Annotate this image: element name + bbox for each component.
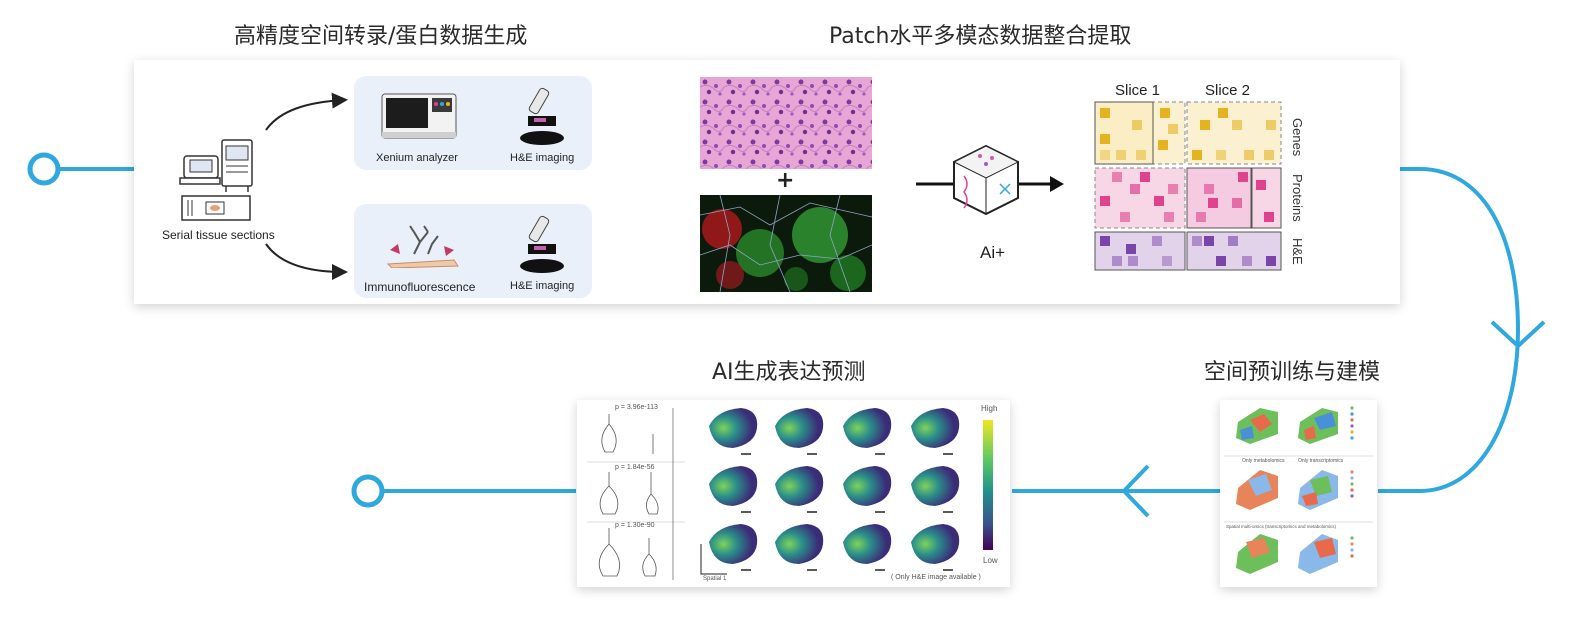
microscope-icon (520, 215, 564, 273)
prediction-panel: p = 3.96e-113 p = 1.84e-56 p = 1.30e-90 (577, 400, 1010, 587)
heading-prediction: AI生成表达预测 (712, 360, 866, 385)
label-transcriptomics: Only transcriptomics (1298, 458, 1344, 464)
note: ( Only H&E image available ) (891, 574, 981, 581)
end-node (351, 474, 385, 508)
violin-plots (587, 408, 685, 580)
he-bottom-label: H&E imaging (510, 280, 575, 292)
stat-1: p = 3.96e-113 (615, 404, 658, 411)
branch-arrows (265, 92, 348, 280)
immuno-label: Immunofluorescence (364, 280, 476, 294)
stat-2: p = 1.84e-56 (615, 464, 655, 471)
he-top-label: H&E imaging (510, 152, 575, 164)
serial-sections-label: Serial tissue sections (162, 228, 275, 242)
slice2-label: Slice 2 (1205, 82, 1251, 99)
stat-3: p = 1.30e-90 (615, 522, 655, 529)
plus-sign: + (776, 168, 795, 193)
ai-arrow (916, 144, 1064, 216)
antibody-icon (386, 225, 459, 268)
he-label: H&E (1290, 238, 1305, 265)
xenium-label: Xenium analyzer (376, 152, 458, 164)
modality-grid (1094, 101, 1282, 271)
clustering-maps (1224, 406, 1373, 574)
spatial1-label: Spatial 1 (703, 576, 727, 582)
label-multiomics: Spatial multi-omics (transcriptomics and… (1226, 524, 1337, 529)
proteins-label: Proteins (1290, 174, 1305, 222)
heading-integration: Patch水平多模态数据整合提取 (829, 24, 1132, 49)
pretrain-panel: Only metabolomics Only transcriptomics S… (1220, 400, 1377, 587)
spatial-maps (700, 408, 960, 575)
if-patch-image (700, 195, 872, 292)
start-node (27, 152, 61, 186)
microtome-icon (179, 139, 253, 221)
colorbar (983, 420, 993, 550)
xenium-box: Xenium analyzer H&E imaging (354, 76, 592, 170)
slice1-label: Slice 1 (1115, 82, 1161, 99)
heading-generation: 高精度空间转录/蛋白数据生成 (234, 24, 528, 49)
microscope-icon (520, 87, 564, 145)
chevron-down-icon (1490, 320, 1546, 349)
immuno-box: Immunofluorescence H&E imaging (354, 204, 592, 298)
top-panel: Serial tissue sections Xenium analyzer H… (134, 60, 1400, 304)
ai-label: Ai+ (980, 243, 1006, 262)
xenium-analyzer-icon (381, 93, 457, 139)
he-patch-image (700, 77, 872, 169)
colorbar-high: High (981, 404, 998, 413)
genes-label: Genes (1290, 118, 1305, 157)
heading-pretraining: 空间预训练与建模 (1204, 360, 1381, 385)
return-curve (1378, 167, 1521, 493)
label-metabolomics: Only metabolomics (1242, 458, 1285, 464)
colorbar-low: Low (983, 556, 998, 565)
chevron-left-icon (1121, 464, 1150, 518)
